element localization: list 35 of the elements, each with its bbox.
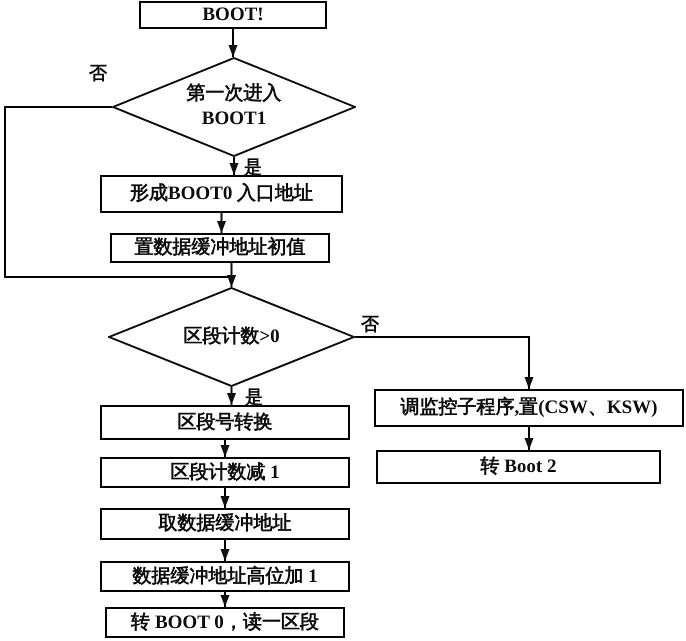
process-box [100, 405, 350, 440]
process-box [100, 175, 343, 213]
process-text: BOOT! [202, 4, 264, 26]
process-text: 转 BOOT 0，读一区段 [131, 612, 319, 634]
process-box [100, 561, 350, 592]
edge-label: 否 [360, 315, 380, 335]
flow-arrow [524, 427, 534, 450]
process-box [139, 1, 327, 29]
flow-arrow [228, 29, 238, 57]
process-text: 区段计数减 1 [170, 462, 280, 484]
flow-arrow [230, 157, 238, 175]
flow-arrow [220, 540, 230, 561]
decision-text: 区段计数>0 [182, 324, 281, 349]
process-box [105, 607, 345, 638]
process-text: 区段号转换 [178, 412, 272, 434]
process-text: 置数据缓冲地址初值 [134, 237, 306, 259]
process-text: 调监控子程序,置(CSW、KSW) [400, 397, 658, 419]
flow-arrow [220, 592, 230, 607]
process-box [100, 457, 350, 488]
process-text: 取数据缓冲地址 [158, 513, 292, 535]
flow-arrow [217, 213, 226, 233]
flow-arrow [355, 336, 534, 389]
flow-arrow [220, 488, 230, 508]
flow-arrow [220, 440, 230, 457]
process-box [374, 389, 684, 427]
process-box [100, 508, 350, 540]
process-text: 转 Boot 2 [480, 456, 556, 478]
decision-text: 第一次进入 BOOT1 [186, 82, 282, 131]
process-text: 数据缓冲地址高位加 1 [132, 566, 318, 588]
process-text: 形成BOOT0 入口地址 [130, 183, 314, 205]
process-box [110, 233, 330, 263]
edge-label: 否 [88, 64, 108, 84]
flow-arrow [227, 387, 236, 405]
process-box [376, 450, 661, 484]
flow-arrow [227, 263, 236, 287]
